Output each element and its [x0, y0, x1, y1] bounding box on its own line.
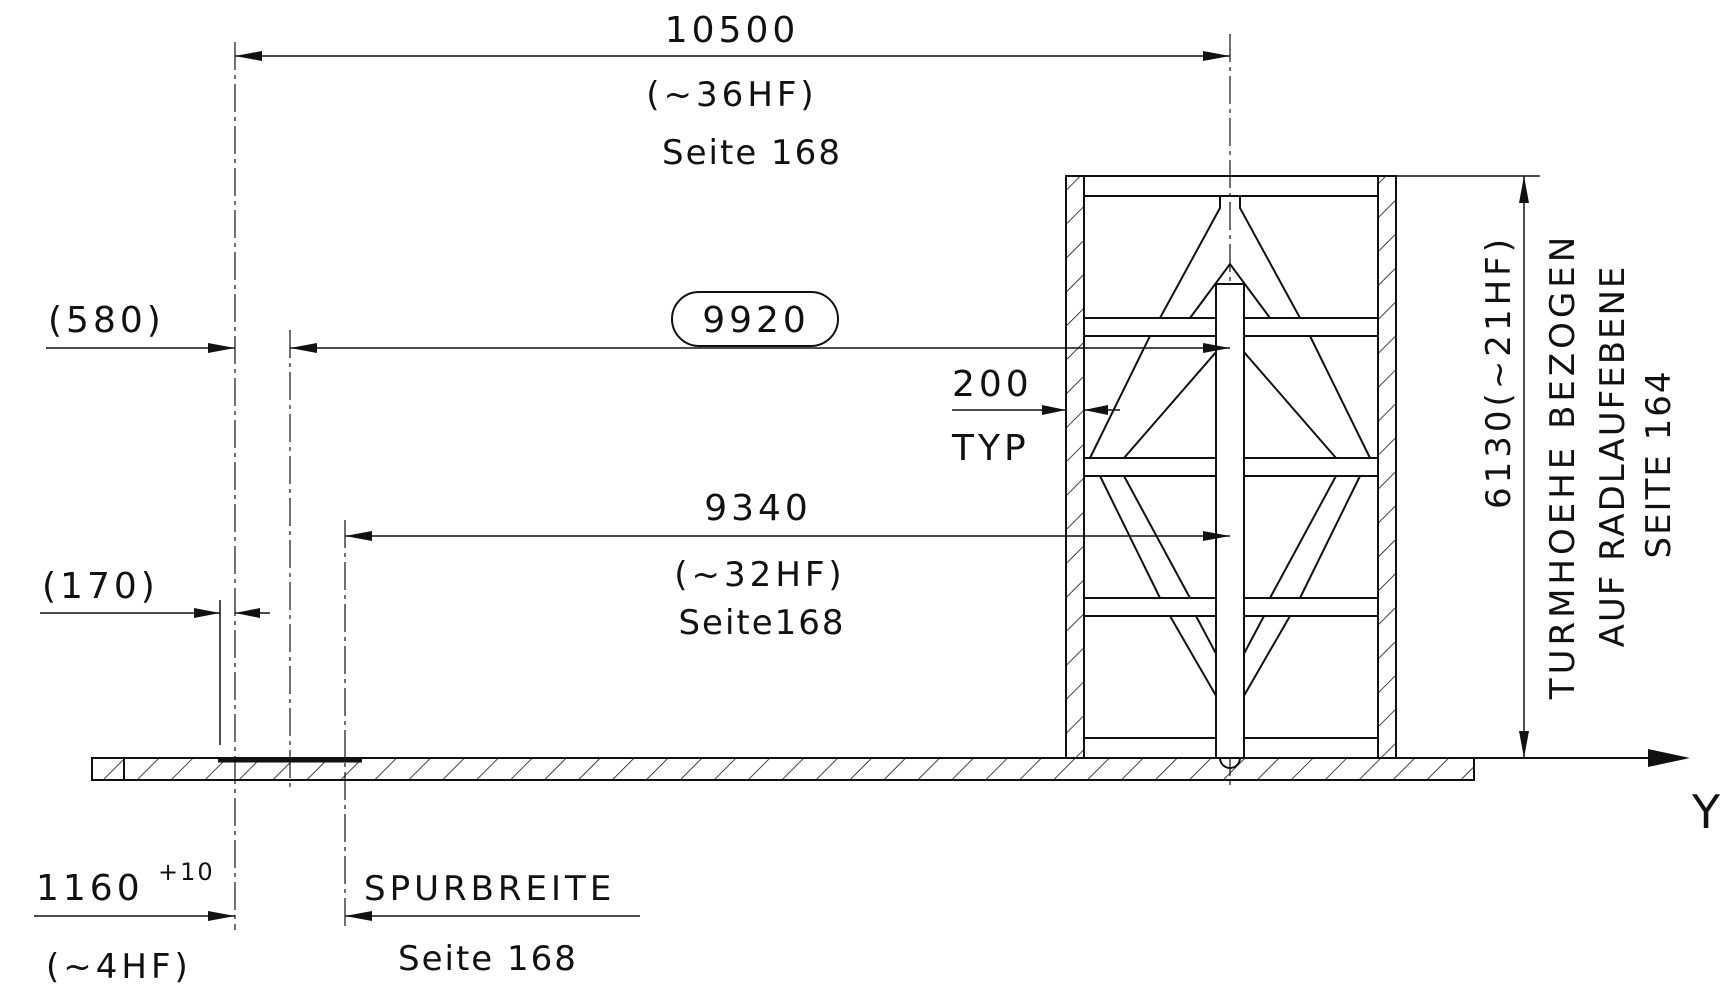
dim-9920-value: 9920: [702, 300, 810, 341]
height-label-line2: AUF RADLAUFEBENE: [1593, 265, 1633, 648]
dim-9340-value: 9340: [704, 488, 812, 529]
base-plate: [91, 757, 1475, 781]
dim-580-value: (580): [48, 300, 165, 341]
dim-1160-value: 1160: [36, 868, 144, 909]
dimension-200-typ: 200 TYP: [951, 364, 1120, 469]
tower: [1065, 175, 1397, 759]
dim-6130-value: 6130(~21HF): [1479, 235, 1519, 509]
track-width-ref: Seite 168: [398, 939, 578, 979]
dimension-1160: 1160 +10 (~4HF) SPURBREITE Seite 168: [34, 858, 640, 987]
dimension-580: (580): [46, 300, 235, 353]
dimension-9920: 9920: [290, 291, 1230, 353]
dim-1160-tolerance: +10: [158, 858, 215, 886]
dim-200-note: TYP: [951, 428, 1030, 469]
tower-mast: [1215, 283, 1245, 759]
dim-170-value: (170): [42, 566, 159, 607]
dim-1160-approx: (~4HF): [46, 947, 192, 987]
dim-9340-ref: Seite168: [678, 603, 845, 643]
y-axis-label: Y: [1691, 785, 1721, 839]
dim-9920-frame: [671, 291, 839, 347]
dim-200-value: 200: [952, 364, 1033, 405]
dim-10500-ref: Seite 168: [662, 133, 842, 173]
dimension-10500: 10500 (~36HF) Seite 168: [235, 10, 1230, 173]
track-width-label: SPURBREITE: [364, 869, 615, 909]
dim-10500-value: 10500: [665, 10, 800, 51]
extension-lines: [219, 42, 1540, 930]
dimension-170: (170): [40, 566, 270, 618]
height-label-line3: SEITE 164: [1639, 369, 1679, 558]
dimension-9340: 9340 (~32HF) Seite168: [345, 488, 1230, 643]
height-label-line1: TURMHOEHE BEZOGEN: [1543, 233, 1583, 700]
dimension-6130: 6130(~21HF) TURMHOEHE BEZOGEN AUF RADLAU…: [1479, 176, 1679, 758]
y-axis: Y: [1474, 749, 1721, 839]
dim-9340-approx: (~32HF): [674, 555, 845, 595]
dim-10500-approx: (~36HF): [646, 75, 817, 115]
